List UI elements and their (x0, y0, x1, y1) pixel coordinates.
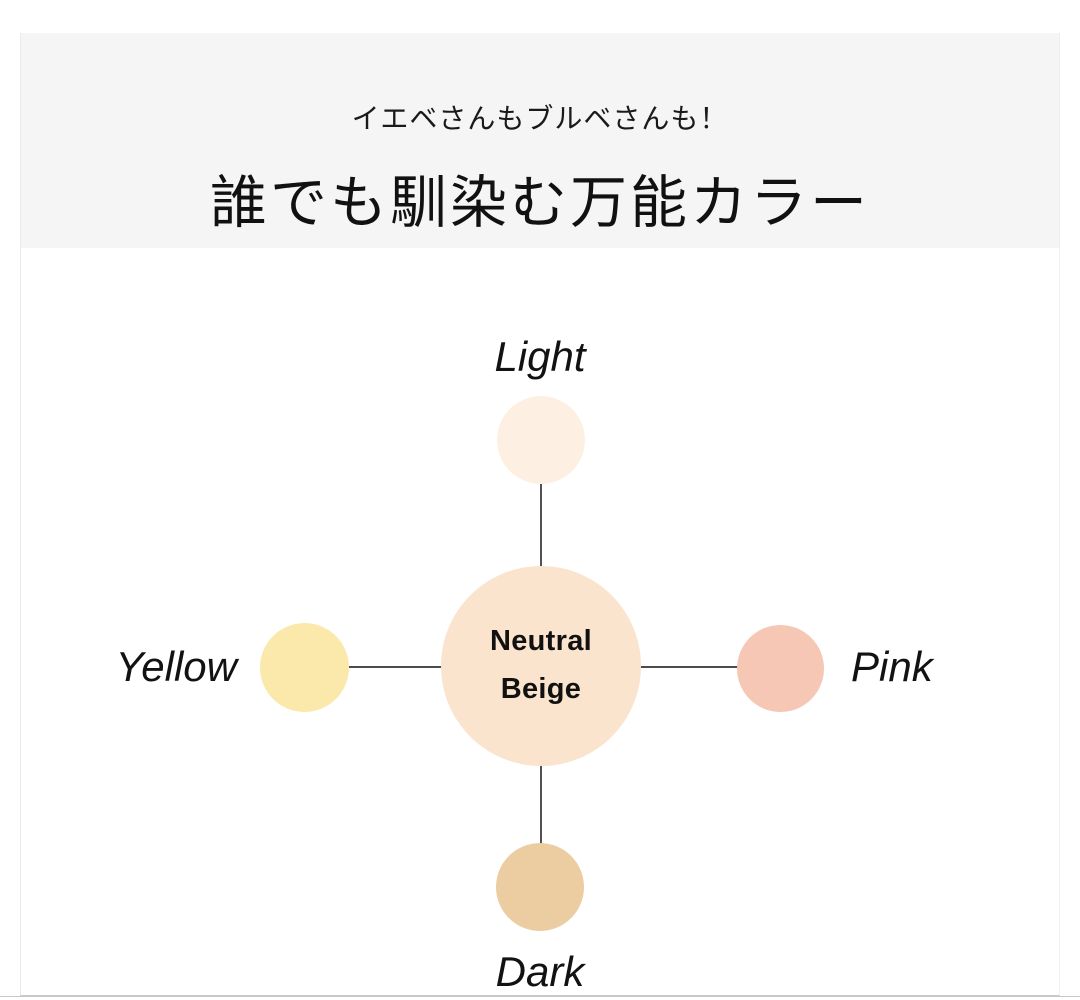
header-band: イエベさんもブルベさんも！ 誰でも馴染む万能カラー (21, 33, 1059, 248)
node-yellow-label: Yellow (115, 643, 237, 690)
node-center-label-line2: Beige (500, 673, 582, 705)
node-center-label: Neutral Beige (490, 618, 592, 714)
node-center-swatch[interactable]: Neutral Beige (441, 566, 641, 766)
node-pink-swatch[interactable] (737, 625, 824, 712)
node-pink-label: Pink (851, 643, 933, 690)
bottom-divider (0, 996, 1080, 997)
connector-lines (349, 484, 738, 844)
page-title: 誰でも馴染む万能カラー (210, 171, 870, 235)
node-dark-swatch[interactable] (496, 843, 584, 931)
node-yellow-swatch[interactable] (260, 623, 349, 712)
node-light-swatch[interactable] (497, 396, 585, 484)
node-center-label-line1: Neutral (489, 625, 592, 658)
radial-diagram: Neutral Beige Light Yellow Pink Dark (21, 248, 1059, 995)
node-dark-label: Dark (495, 948, 585, 995)
content-card: イエベさんもブルベさんも！ 誰でも馴染む万能カラー (20, 33, 1060, 996)
node-light-label: Light (494, 333, 586, 380)
header-subtitle: イエベさんもブルベさんも！ (351, 103, 729, 134)
